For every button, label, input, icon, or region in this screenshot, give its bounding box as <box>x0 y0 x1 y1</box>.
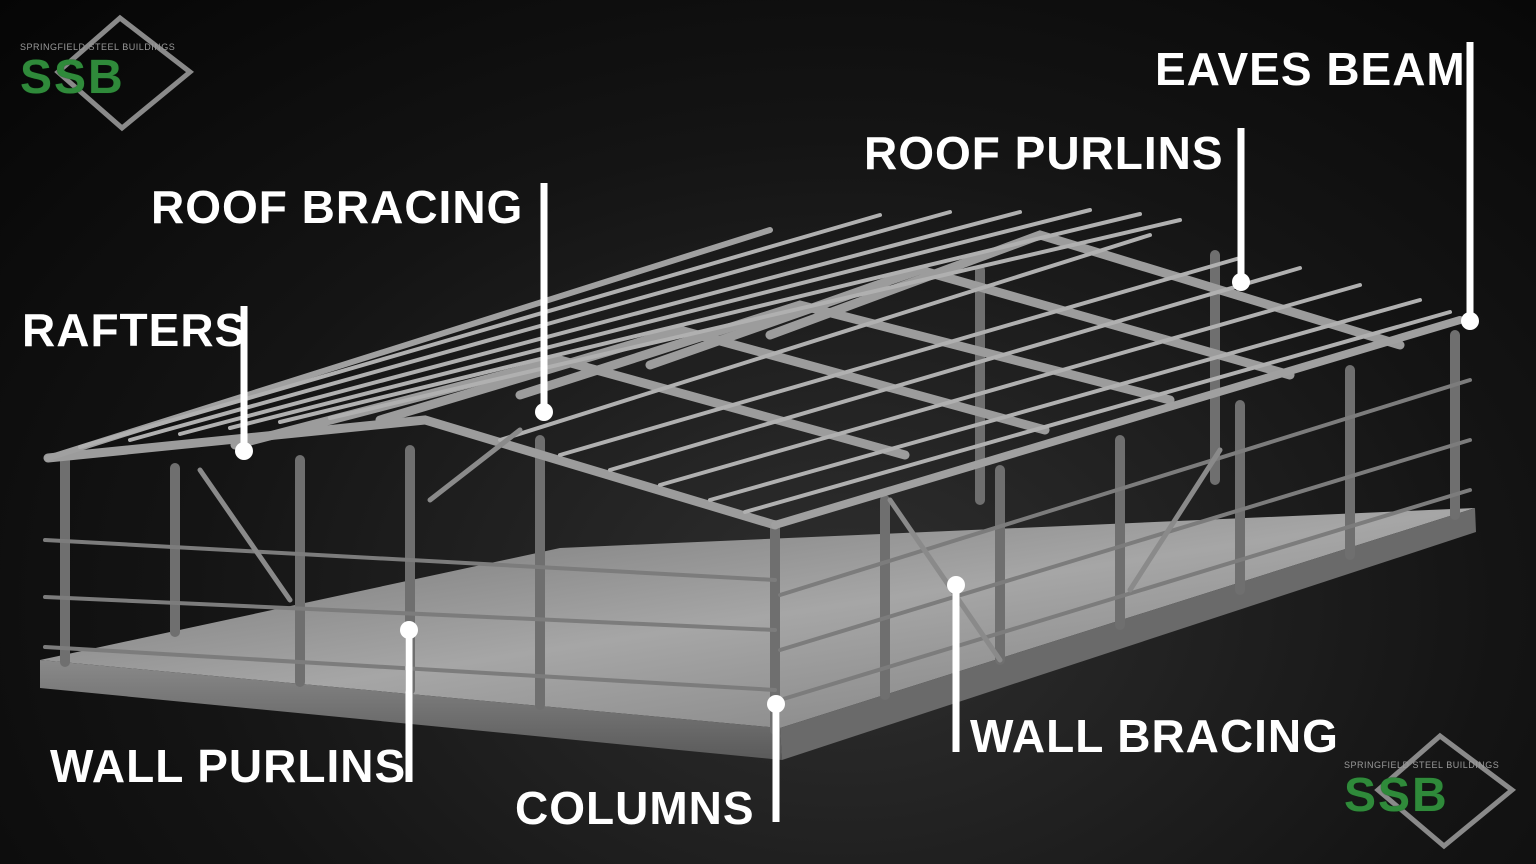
label-wall-purlins: WALL PURLINS <box>50 743 406 789</box>
label-roof-bracing: ROOF BRACING <box>151 184 523 230</box>
label-roof-purlins: ROOF PURLINS <box>864 130 1224 176</box>
label-eaves-beam: EAVES BEAM <box>1155 46 1466 92</box>
logo-bottom-right: SPRINGFIELD STEEL BUILDINGS SSB <box>1344 760 1524 820</box>
label-columns: COLUMNS <box>515 785 755 831</box>
logo-top-left: SPRINGFIELD STEEL BUILDINGS SSB <box>20 42 200 102</box>
logo-mark: SSB <box>1344 768 1449 823</box>
label-rafters: RAFTERS <box>22 307 246 353</box>
logo-mark: SSB <box>20 50 125 105</box>
label-wall-bracing: WALL BRACING <box>970 713 1339 759</box>
